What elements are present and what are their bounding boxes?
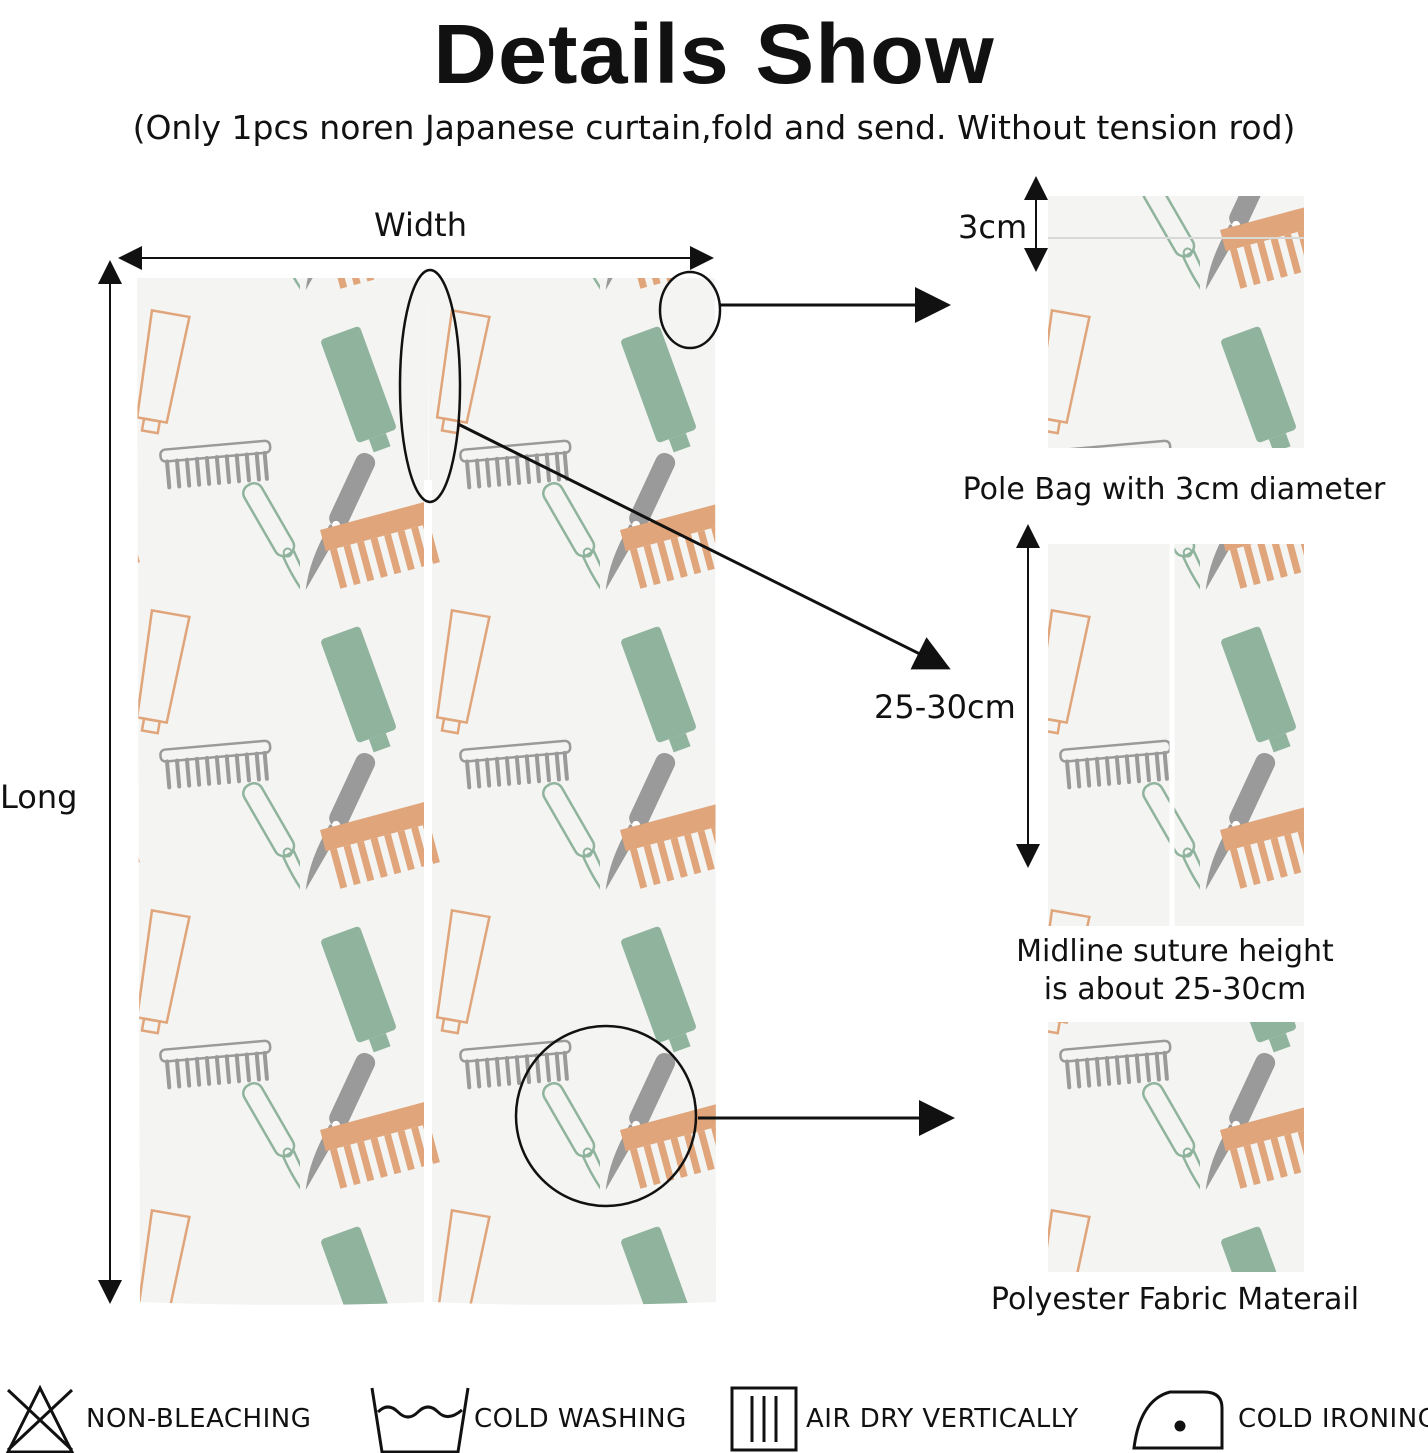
cold-washing-icon	[370, 1387, 470, 1453]
cold-washing-label: COLD WASHING	[474, 1404, 687, 1434]
midline-caption-line2: is about 25-30cm	[1043, 972, 1307, 1007]
page-subtitle: (Only 1pcs noren Japanese curtain,fold a…	[132, 108, 1296, 147]
width-label: Width	[374, 206, 467, 244]
suture-size-label: 25-30cm	[874, 688, 1016, 726]
air-dry-label: AIR DRY VERTICALLY	[806, 1404, 1079, 1434]
pole-bag-highlight	[658, 270, 722, 350]
non-bleaching-label: NON-BLEACHING	[86, 1404, 312, 1434]
suture-closeup	[1048, 544, 1304, 926]
suture-arrow	[457, 422, 951, 670]
pole-size-label: 3cm	[958, 208, 1028, 246]
non-bleaching-icon	[5, 1384, 75, 1453]
material-closeup	[1048, 1022, 1304, 1272]
air-dry-vertically-icon	[730, 1386, 798, 1452]
midline-caption-line1: Midline suture height	[1016, 934, 1334, 969]
suture-highlight	[398, 268, 462, 504]
material-highlight	[514, 1024, 698, 1208]
material-caption: Polyester Fabric Materail	[990, 1282, 1360, 1317]
cold-ironing-icon	[1132, 1390, 1224, 1450]
curtain-right-panel	[428, 278, 716, 1305]
cold-ironing-label: COLD IRONING	[1238, 1404, 1428, 1434]
curtain-left-panel	[137, 278, 428, 1305]
long-label: Long	[0, 778, 78, 816]
page-title: Details Show	[433, 7, 995, 101]
pole-bag-closeup	[1048, 196, 1304, 448]
pole-bag-caption: Pole Bag with 3cm diameter	[962, 472, 1386, 507]
